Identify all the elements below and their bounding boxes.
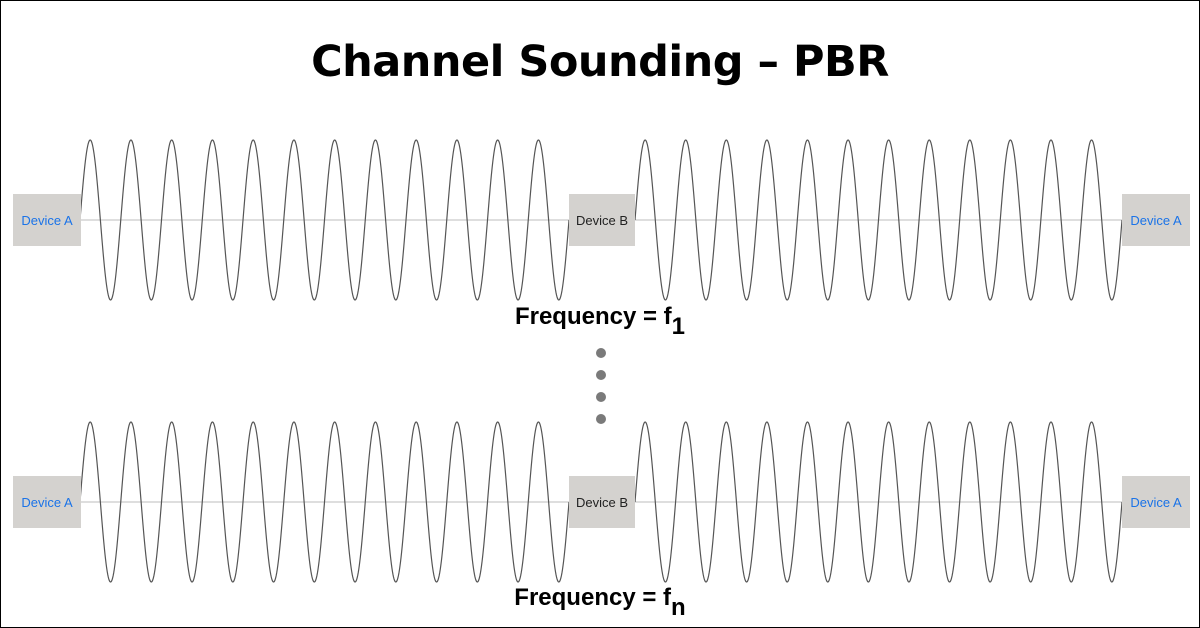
sounding-row-n: Device A Device B Device A xyxy=(13,421,1190,583)
device-label: Device A xyxy=(21,213,73,228)
device-a-right: Device A xyxy=(1122,194,1190,246)
frequency-subscript: n xyxy=(671,594,686,621)
wave-segment-b-to-a xyxy=(634,139,1123,301)
wave-segment-a-to-b xyxy=(79,421,570,583)
device-a-left: Device A xyxy=(13,476,81,528)
wave-segment-a-to-b xyxy=(79,139,570,301)
device-label: Device A xyxy=(21,495,73,510)
device-b-middle: Device B xyxy=(569,476,635,528)
ellipsis-dot xyxy=(596,370,606,380)
frequency-label-1: Frequency = f1 xyxy=(1,303,1199,339)
sounding-row-1: Device A Device B Device A xyxy=(13,139,1190,301)
device-label: Device B xyxy=(576,495,628,510)
ellipsis-dot xyxy=(596,414,606,424)
frequency-prefix: Frequency = f xyxy=(514,584,672,611)
frequency-label-n: Frequency = fn xyxy=(1,584,1199,620)
device-b-middle: Device B xyxy=(569,194,635,246)
wave-segment-b-to-a xyxy=(634,421,1123,583)
device-a-left: Device A xyxy=(13,194,81,246)
device-a-right: Device A xyxy=(1122,476,1190,528)
device-label: Device A xyxy=(1130,495,1182,510)
device-label: Device B xyxy=(576,213,628,228)
frequency-prefix: Frequency = f xyxy=(514,303,672,330)
ellipsis-dot xyxy=(596,348,606,358)
device-label: Device A xyxy=(1130,213,1182,228)
ellipsis-dot xyxy=(596,392,606,402)
diagram-title: Channel Sounding – PBR xyxy=(311,37,889,87)
frequency-subscript: 1 xyxy=(671,313,686,340)
